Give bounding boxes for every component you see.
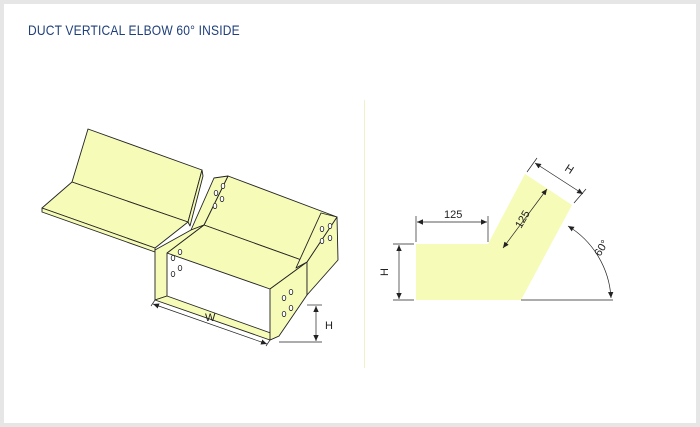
angle-dimension [521,225,614,301]
horizontal-125-dimension [415,216,489,242]
top-width-label: H [562,162,575,176]
width-label: W [205,312,216,324]
diagonal-125-dimension [502,188,548,249]
width-dimension [150,299,271,347]
page-title: DUCT VERTICAL ELBOW 60° INSIDE [28,22,240,38]
cover-piece [41,128,204,253]
profile-shape [416,174,572,300]
top-width-dimension [526,157,587,204]
height-dimension-profile [393,243,414,301]
divider [364,100,365,368]
bolt-holes [170,182,333,317]
height-label-profile: H [379,268,391,276]
horizontal-125-label: 125 [444,209,462,221]
angle-label: 60° [592,238,611,258]
height-dimension-iso [279,304,322,343]
height-label-iso: H [325,320,333,332]
